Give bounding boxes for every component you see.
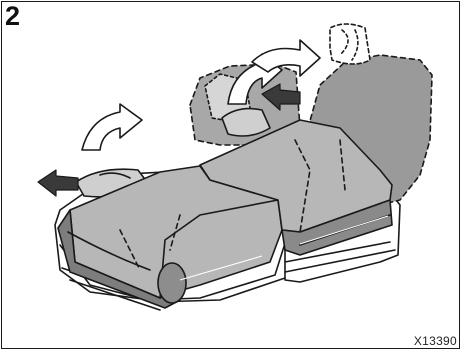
solid-arrow-icon: [38, 170, 78, 196]
step-number: 2: [5, 3, 20, 30]
headrest-right: [330, 24, 370, 64]
headrest-center: [222, 109, 270, 136]
curved-arrow-icon: [82, 104, 142, 150]
reference-code: X13390: [414, 334, 457, 348]
cushion-edge-roll: [158, 263, 186, 303]
